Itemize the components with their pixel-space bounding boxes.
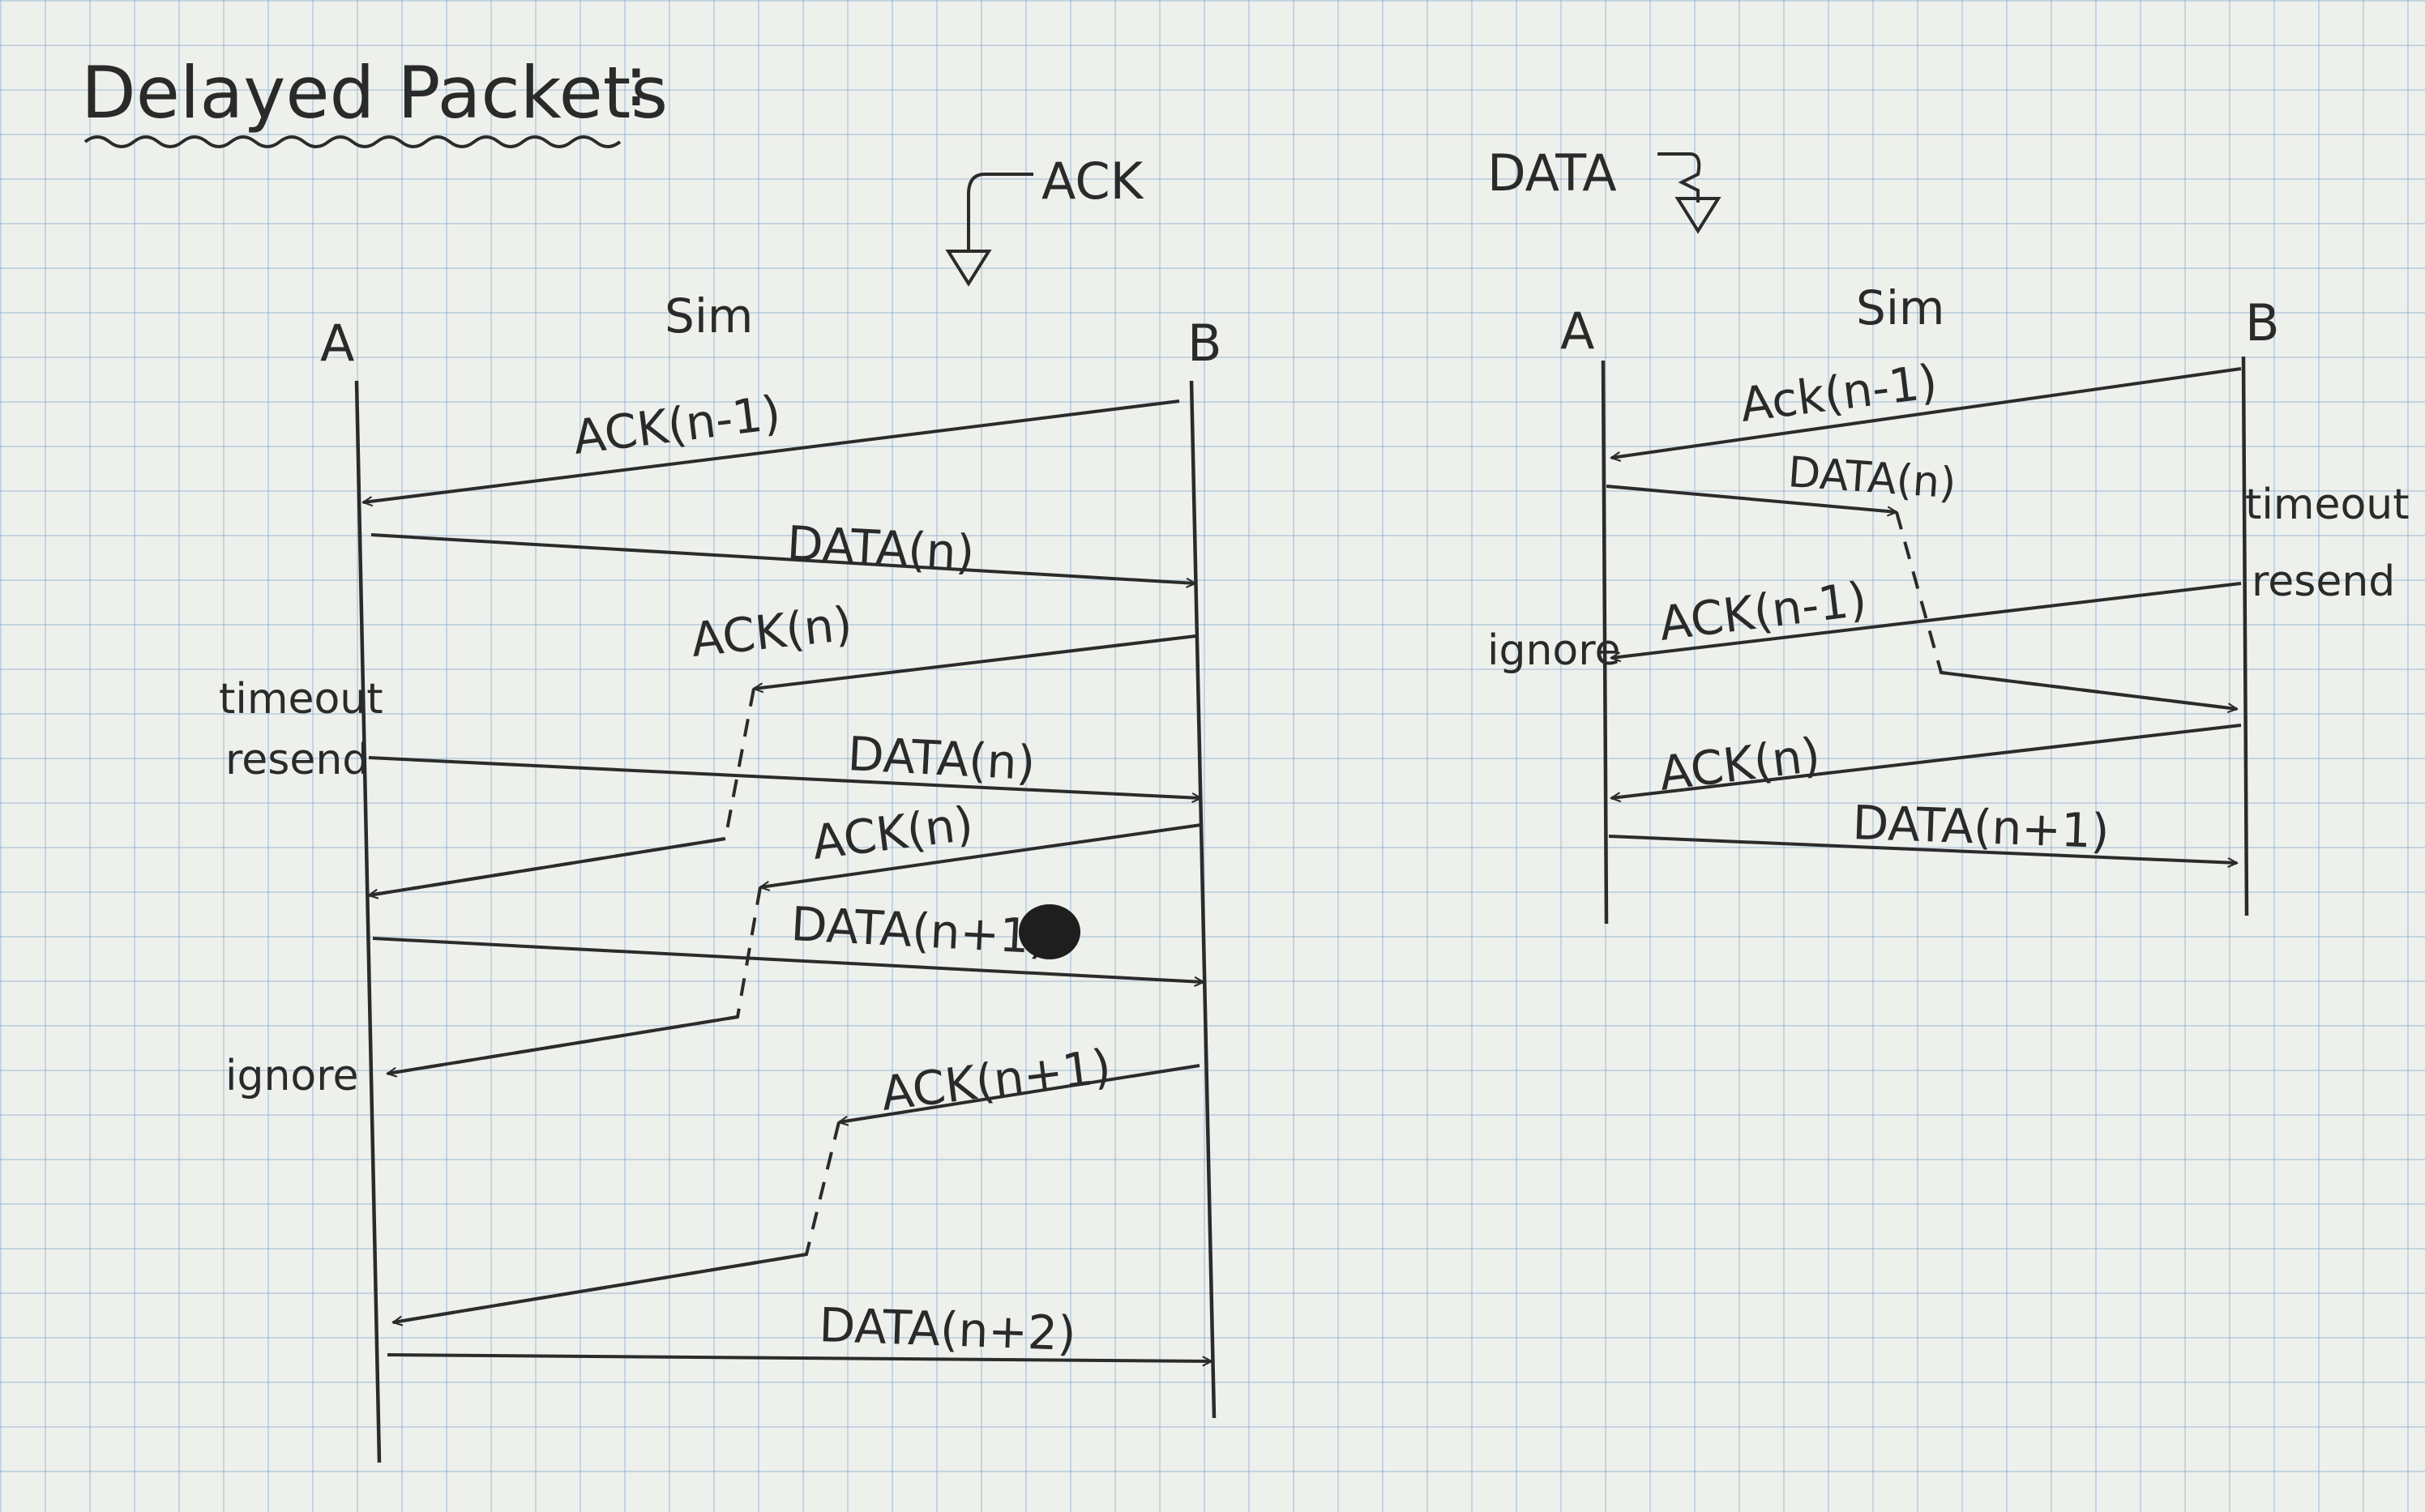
msg-ack-n-arrow	[1611, 724, 2242, 798]
msg-ack-n-1-repeat-arrow	[1611, 582, 2242, 658]
ink-scribble-mark	[1019, 904, 1080, 959]
msg-label: DATA(n)	[1786, 448, 1957, 508]
msg-data-n-arrow	[1606, 485, 1897, 512]
left-actor-sim: Sim	[665, 288, 753, 344]
page-title: Delayed Packets	[81, 51, 668, 135]
msg-ack-n-2-arrow	[760, 823, 1202, 887]
right-lifeline-b	[2241, 356, 2249, 916]
msg-label: DATA(n)	[785, 515, 976, 580]
right-diagram: DATA A Sim B Ack(n-1) DATA(n) timeout re…	[1487, 143, 2410, 925]
title-colon: :	[624, 39, 648, 122]
delayed-ack-arrival-arrow	[393, 1253, 807, 1322]
resend-note: resend	[2252, 557, 2395, 606]
left-actor-a: A	[320, 314, 354, 373]
msg-ack-n-arrow	[754, 634, 1196, 689]
down-arrow-icon	[1674, 197, 1721, 234]
msg-data-n-resend-arrow	[368, 756, 1201, 798]
right-actor-a: A	[1560, 301, 1594, 361]
delayed-ack-path	[392, 1121, 840, 1324]
msg-label: ACK(n)	[1656, 727, 1823, 801]
delayed-data-arrival-arrow	[1940, 671, 2237, 709]
resend-note: resend	[225, 736, 369, 784]
msg-ack-n-1-arrow	[1611, 367, 2242, 458]
msg-data-n-plus-2-arrow	[387, 1353, 1212, 1361]
msg-label: ACK(n+1)	[878, 1039, 1114, 1121]
msg-data-n-plus-1-arrow	[1608, 835, 2237, 863]
right-actor-sim: Sim	[1856, 280, 1944, 335]
msg-label: ACK(n)	[688, 596, 854, 667]
ignore-note: ignore	[225, 1052, 358, 1100]
delayed-ack-path	[387, 886, 762, 1075]
down-arrow-icon	[945, 250, 992, 287]
left-label-arrow-shaft	[967, 173, 1033, 251]
msg-ack-n-1-arrow	[363, 399, 1180, 502]
left-lifeline-a	[354, 380, 382, 1463]
msg-label: DATA(n+2)	[819, 1297, 1077, 1361]
right-actor-b: B	[2245, 293, 2280, 352]
msg-label: DATA(n+1)	[789, 896, 1049, 964]
delayed-data-path	[1895, 511, 2238, 711]
msg-label: Ack(n-1)	[1737, 354, 1940, 433]
timeout-note: timeout	[2245, 481, 2410, 529]
msg-ack-n-plus-1-arrow	[839, 1064, 1200, 1122]
right-label-arrow-shaft	[1657, 152, 1701, 203]
msg-label: DATA(n)	[846, 726, 1037, 791]
msg-data-n-arrow	[370, 533, 1195, 583]
delayed-ack-arrival-arrow	[369, 837, 726, 895]
left-diagram-label: ACK	[1041, 152, 1144, 211]
right-lifeline-a	[1601, 360, 1609, 925]
left-actor-b: B	[1187, 314, 1222, 373]
ignore-note: ignore	[1487, 626, 1620, 675]
msg-data-n-plus-1-arrow	[372, 937, 1204, 982]
left-diagram: ACK A Sim B ACK(n-1) DATA(n) ACK(n) time…	[219, 152, 1222, 1463]
msg-label: DATA(n+1)	[1852, 795, 2111, 859]
left-lifeline-b	[1189, 380, 1217, 1419]
delayed-ack-arrival-arrow	[387, 1015, 738, 1074]
timeout-note: timeout	[219, 675, 383, 724]
right-diagram-label: DATA	[1487, 143, 1617, 203]
title-wavy-underline	[83, 135, 622, 148]
